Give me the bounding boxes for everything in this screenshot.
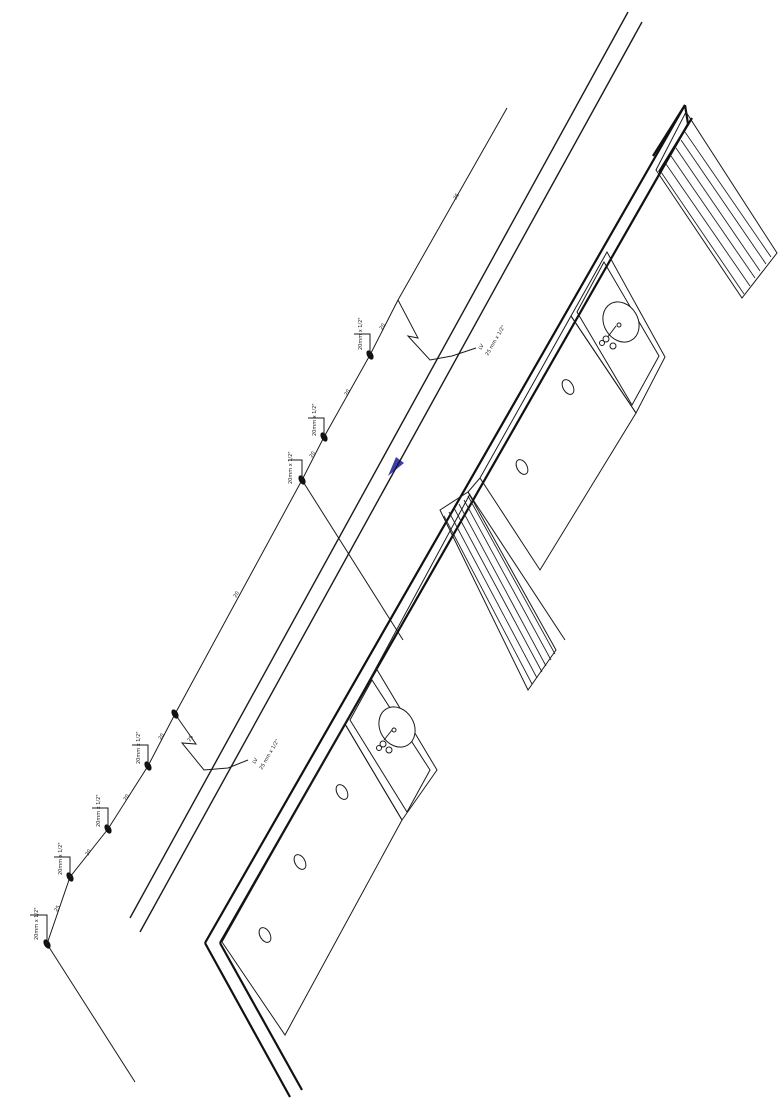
wc-pan bbox=[293, 854, 307, 870]
valve-label: LV bbox=[252, 757, 260, 765]
room-lower bbox=[221, 723, 403, 1036]
segment-labels: 25 20 20 20 20 20 20 20 25 25 bbox=[54, 192, 461, 913]
segment-label: 25 bbox=[187, 734, 195, 743]
basin-upper bbox=[599, 301, 640, 350]
node-label: 20mm x 1/2" bbox=[358, 317, 364, 350]
main-pipe bbox=[46, 107, 508, 945]
segment-label: 20 bbox=[85, 848, 93, 857]
node-label: 20mm x 1/2" bbox=[288, 451, 294, 484]
node-label: 20mm x 1/2" bbox=[58, 842, 64, 875]
segment-label: 20 bbox=[379, 322, 387, 331]
room-upper bbox=[479, 315, 637, 571]
valve-label: LV bbox=[478, 343, 486, 351]
segment-label: 20 bbox=[233, 590, 241, 599]
corridor-walls bbox=[129, 11, 643, 933]
outlet-stubs bbox=[30, 333, 371, 944]
pipe-run bbox=[46, 107, 508, 1083]
hatched-panel-middle bbox=[439, 491, 566, 691]
segment-label: 20 bbox=[158, 732, 166, 741]
basin-cell-lower bbox=[344, 666, 438, 821]
node-labels: 20mm x 1/2" 20mm x 1/2" 20mm x 1/2" 20mm… bbox=[34, 317, 364, 940]
wc-pan bbox=[515, 459, 529, 475]
segment-label: 20 bbox=[309, 450, 317, 459]
hatched-panel-top bbox=[655, 111, 778, 299]
segment-label: 25 bbox=[54, 904, 62, 913]
segment-label: 25 bbox=[453, 192, 461, 201]
segment-label: 20 bbox=[344, 388, 352, 397]
basin-lower bbox=[376, 706, 416, 754]
segment-label: 20 bbox=[123, 793, 131, 802]
wc-pan bbox=[335, 784, 349, 800]
basin-cell-upper bbox=[570, 250, 666, 414]
fitting-markers bbox=[43, 350, 374, 949]
node-label: 20mm x 1/2" bbox=[96, 794, 102, 827]
fitting-node bbox=[171, 709, 179, 719]
node-label: 20mm x 1/2" bbox=[34, 907, 40, 940]
valve-size: 25 mm x 1/2" bbox=[485, 324, 507, 357]
valve-labels: LV 25 mm x 1/2" LV 25 mm x 1/2" bbox=[252, 324, 507, 771]
node-label: 20mm x 1/2" bbox=[312, 403, 318, 436]
wc-pan bbox=[258, 927, 272, 943]
wc-pan bbox=[561, 379, 575, 395]
node-label: 20mm x 1/2" bbox=[136, 731, 142, 764]
room-plan bbox=[204, 104, 778, 1098]
valve-size: 25 mm x 1/2" bbox=[259, 738, 281, 771]
branch-pipe bbox=[301, 479, 404, 641]
valve-loop-upper bbox=[397, 299, 477, 361]
